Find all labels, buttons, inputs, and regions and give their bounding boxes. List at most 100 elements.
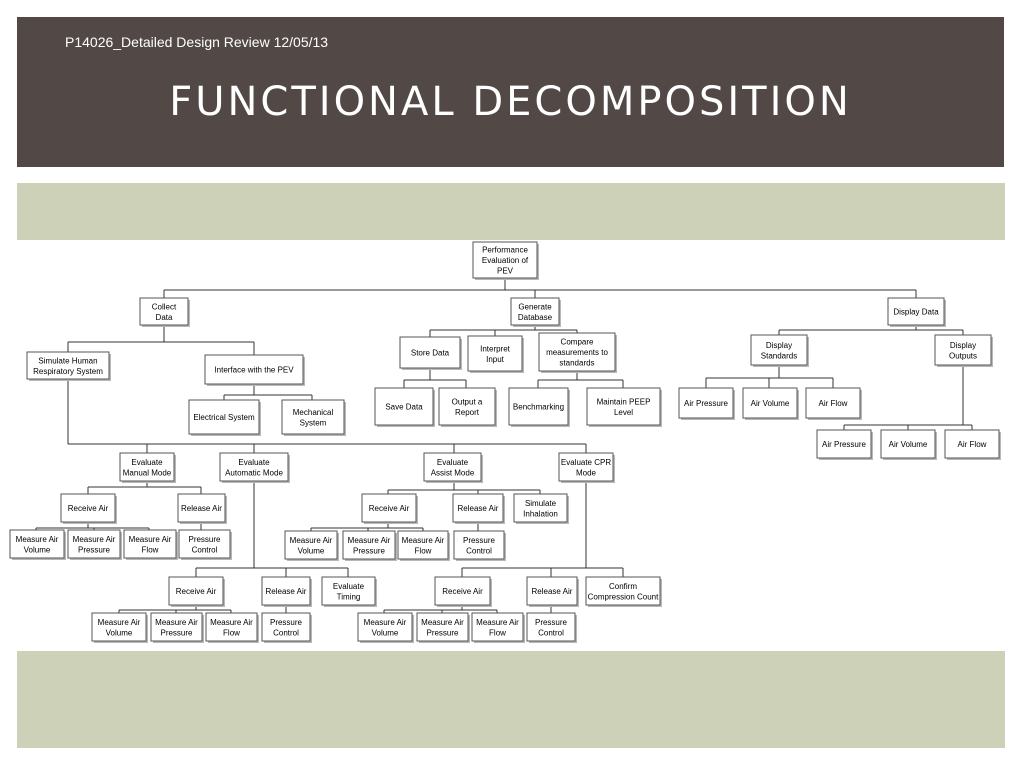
node-a-recv: Receive Air — [168, 576, 225, 607]
node-label: Release Air — [532, 587, 573, 596]
node-box — [139, 297, 189, 326]
node-out-av: Air Volume — [880, 429, 937, 460]
node-box — [26, 351, 110, 380]
node-label: Air Pressure — [684, 399, 729, 408]
node-label: Benchmarking — [513, 403, 564, 412]
node-box — [281, 399, 345, 435]
node-box — [816, 429, 872, 459]
slide-subtitle: P14026_Detailed Design Review 12/05/13 — [65, 34, 329, 50]
node-box — [177, 493, 226, 523]
node-box — [261, 612, 311, 642]
node-box — [91, 612, 147, 642]
node-box — [397, 530, 449, 560]
node-box — [880, 429, 936, 459]
node-label: Interface with the PEV — [214, 366, 294, 375]
node-box — [526, 576, 578, 606]
node-box — [750, 334, 808, 366]
node-box — [416, 612, 469, 642]
node-box — [508, 387, 569, 426]
node-c-rel: Release Air — [526, 576, 579, 607]
node-label: Receive Air — [68, 504, 109, 513]
node-box — [585, 576, 661, 606]
node-box — [510, 297, 560, 326]
node-box — [123, 529, 177, 559]
node-box — [374, 387, 434, 426]
node-box — [526, 612, 576, 642]
node-box — [805, 387, 861, 419]
decorative-band-top — [17, 183, 1005, 240]
node-box — [471, 612, 524, 642]
node-as-rel: Release Air — [452, 493, 505, 524]
node-box — [9, 529, 65, 559]
node-box — [472, 241, 538, 279]
node-box — [934, 334, 992, 366]
node-label: Air Pressure — [822, 440, 867, 449]
node-out-ap: Air Pressure — [816, 429, 873, 460]
node-box — [423, 452, 482, 482]
node-box — [357, 612, 413, 642]
node-box — [261, 576, 311, 606]
node-box — [678, 387, 734, 419]
node-box — [361, 493, 417, 523]
node-c-recv: Receive Air — [434, 576, 492, 607]
node-box — [219, 452, 289, 482]
node-label: Receive Air — [176, 587, 217, 596]
node-box — [438, 387, 496, 426]
node-display: Display Data — [887, 297, 946, 327]
node-box — [513, 493, 568, 523]
node-label: Release Air — [458, 504, 499, 513]
node-box — [67, 529, 121, 559]
node-as-recv: Receive Air — [361, 493, 418, 524]
node-out-af: Air Flow — [944, 429, 1001, 460]
node-m-rel: Release Air — [177, 493, 227, 524]
node-label: Release Air — [266, 587, 307, 596]
node-label: Air Flow — [819, 399, 848, 408]
node-box — [321, 576, 376, 606]
node-box — [558, 452, 614, 482]
node-box — [150, 612, 203, 642]
node-box — [944, 429, 1000, 459]
node-label: Display Data — [893, 308, 939, 317]
